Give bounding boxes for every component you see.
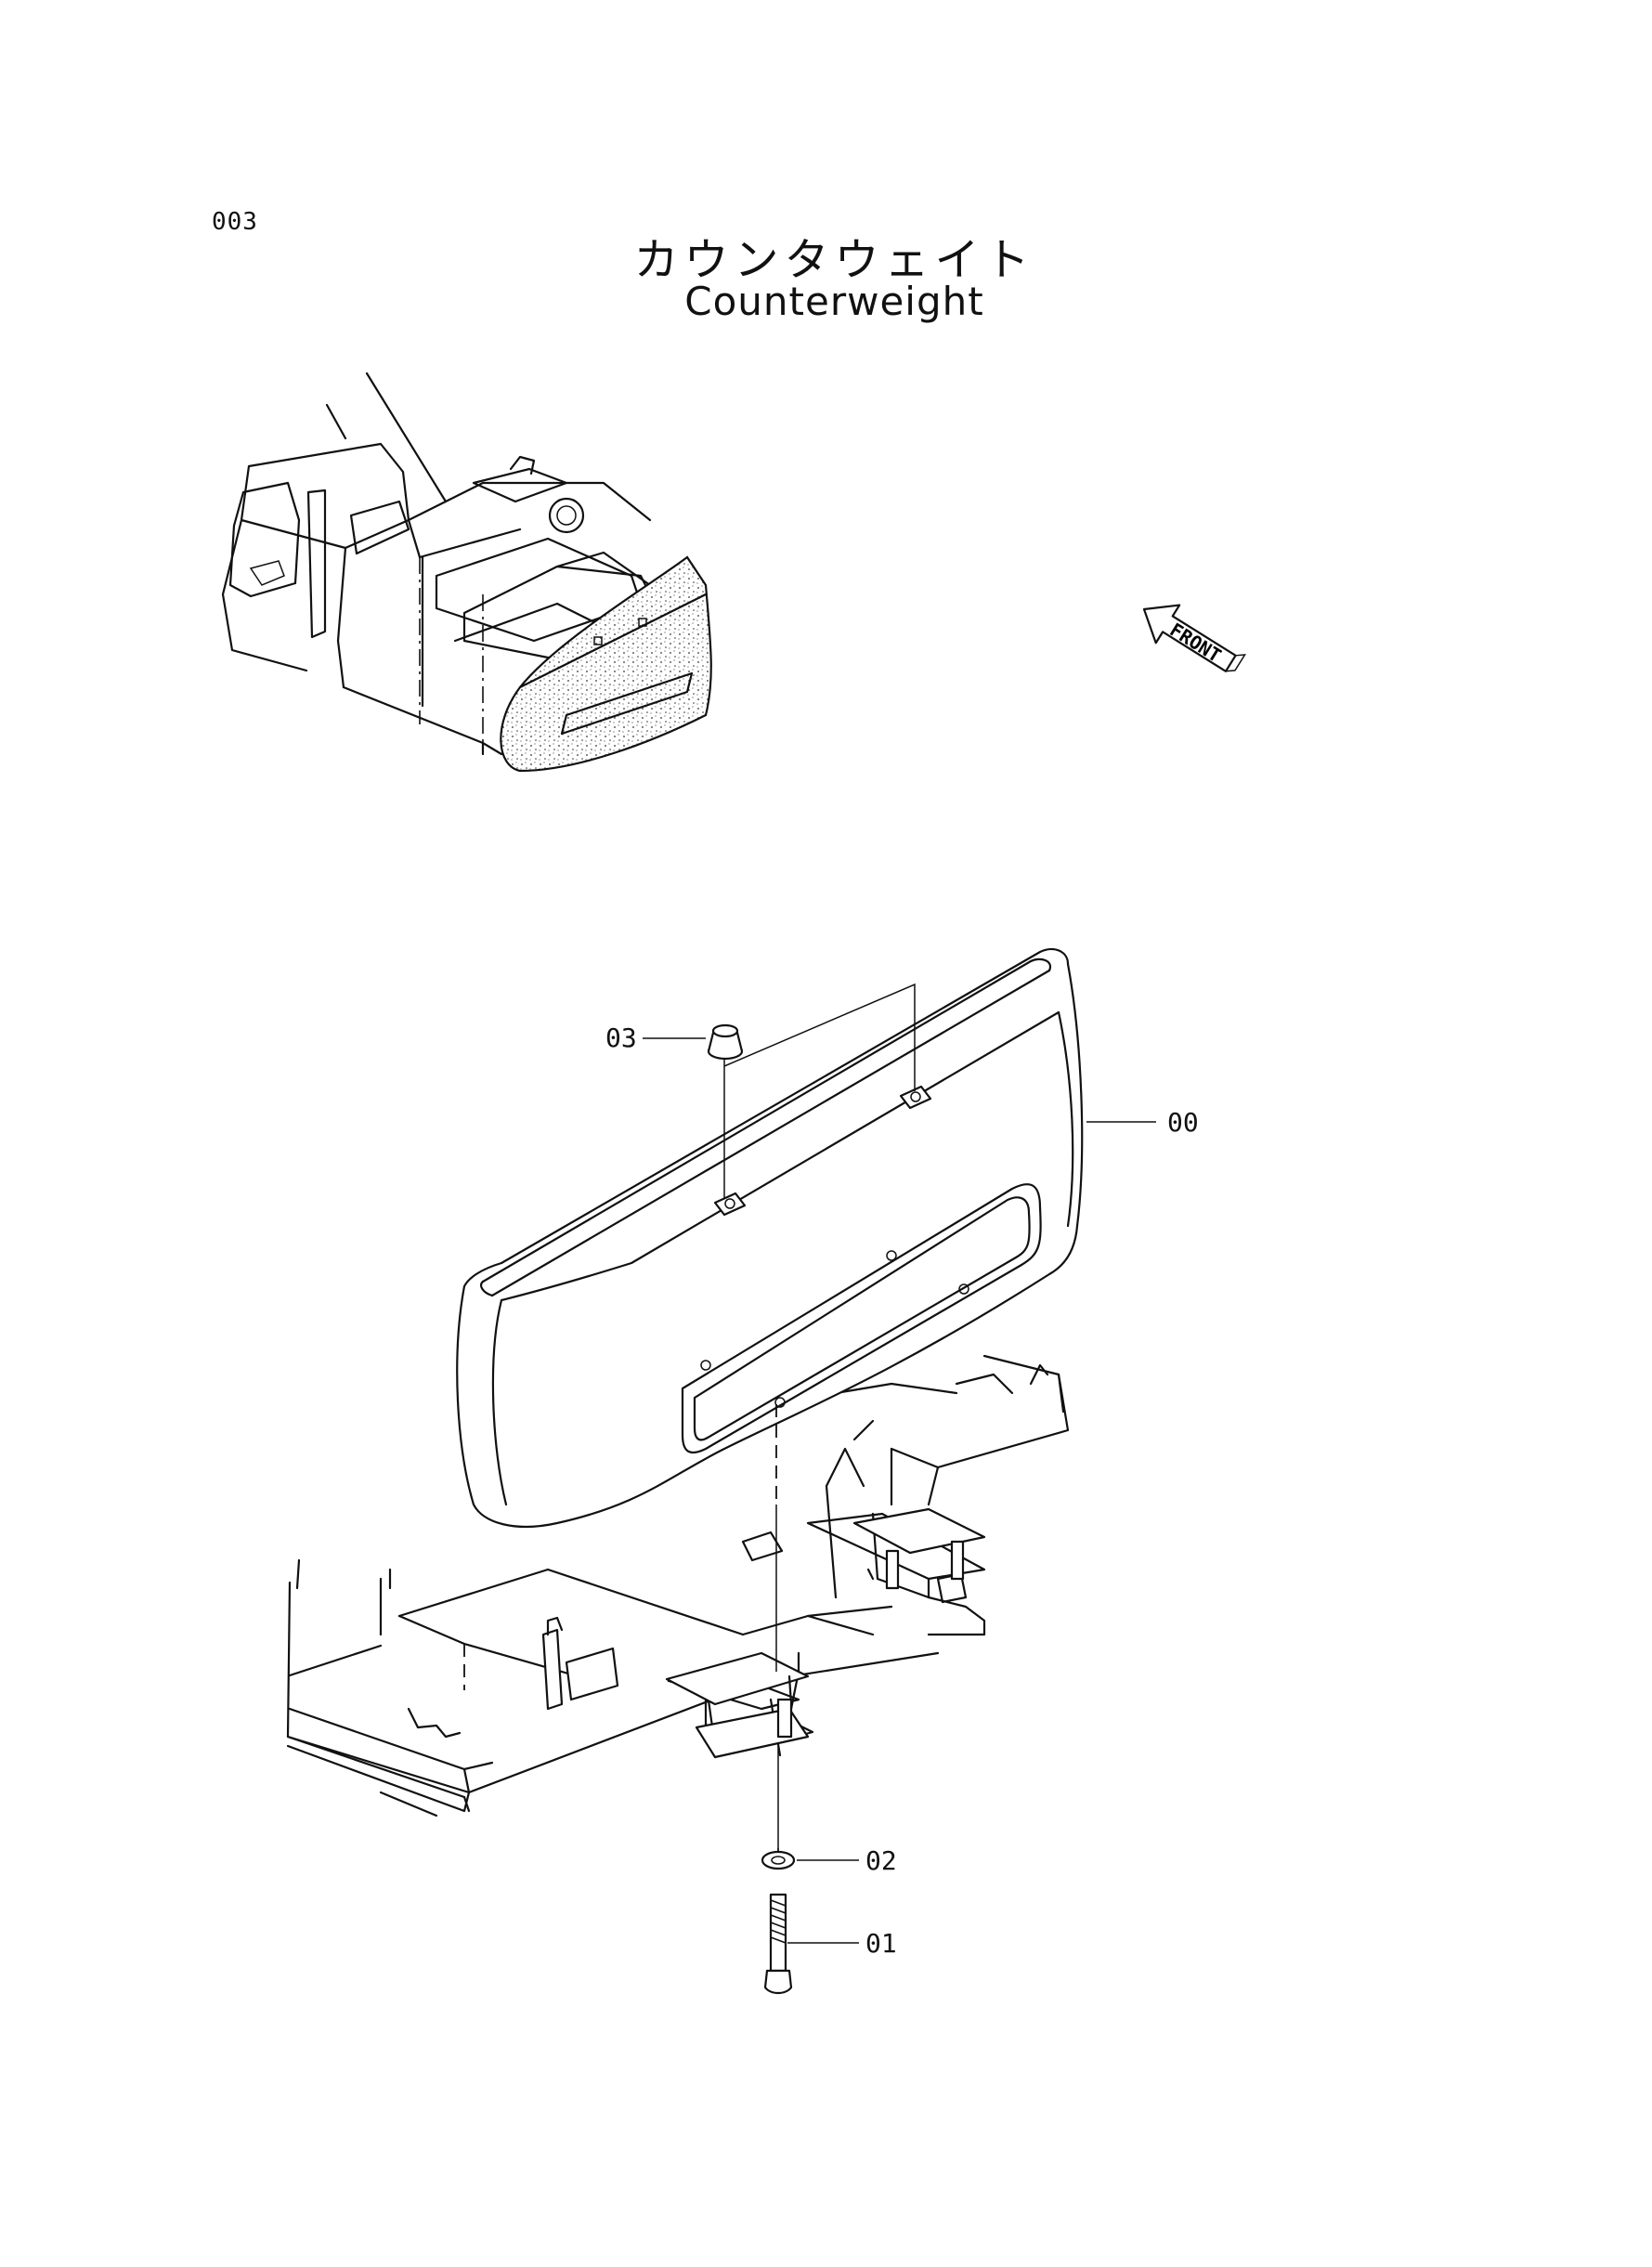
cap-part-03 — [707, 1023, 744, 1061]
title-japanese: カウンタウェイト — [633, 234, 1035, 286]
title-english: Counterweight — [684, 279, 984, 324]
callout-02: 02 — [797, 1845, 897, 1876]
front-arrow: FRONT — [1142, 604, 1246, 672]
excavator-overview — [221, 371, 712, 773]
callout-01: 01 — [787, 1928, 897, 1959]
counterweight-body — [456, 948, 1084, 1529]
callout-03: 03 — [605, 1023, 706, 1053]
page-number: 003 — [212, 208, 258, 236]
callout-label-03: 03 — [605, 1023, 637, 1053]
bolt-part-01 — [763, 1893, 793, 1995]
washer-part-02 — [761, 1850, 796, 1870]
callout-label-01: 01 — [865, 1928, 897, 1959]
callout-label-02: 02 — [865, 1845, 897, 1876]
mounting-plates — [665, 1507, 986, 1759]
callout-00: 00 — [1086, 1107, 1199, 1138]
callout-label-00: 00 — [1167, 1107, 1199, 1138]
front-arrow-label: FRONT — [1166, 619, 1226, 667]
